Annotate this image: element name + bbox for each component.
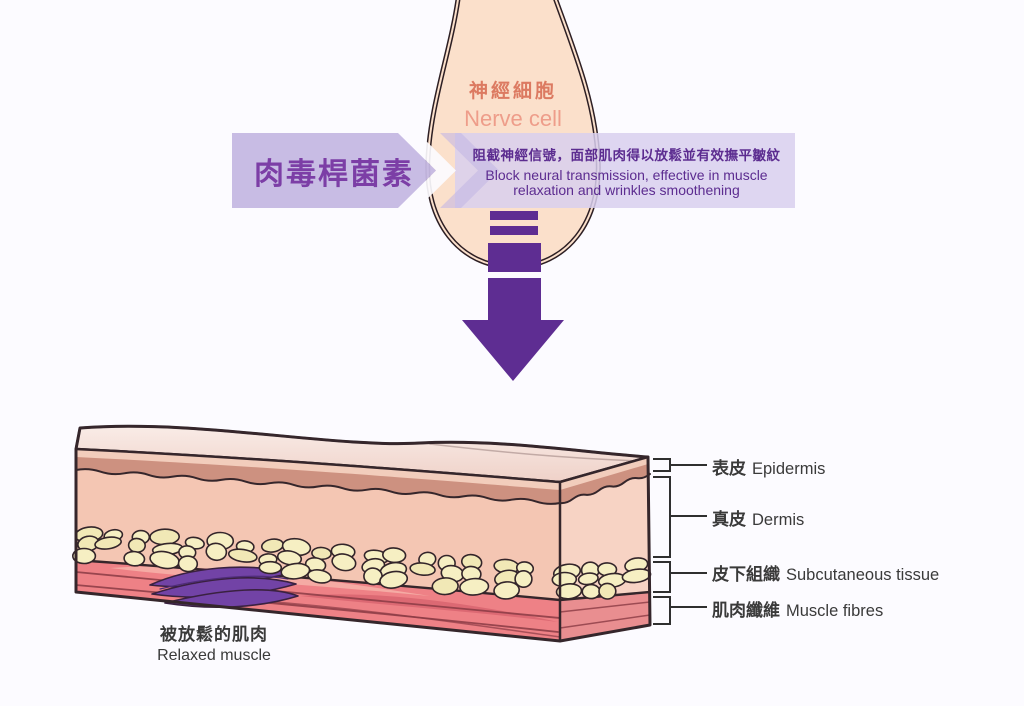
effect-box-background xyxy=(455,133,795,208)
relaxed-muscle-shape xyxy=(149,566,299,608)
chevron-stripe xyxy=(440,133,499,208)
nerve-cell-label: 神經細胞 Nerve cell xyxy=(413,76,613,132)
label-muscle-fibres-zh: 肌肉纖維 xyxy=(712,601,780,620)
epidermis-bracket xyxy=(653,458,707,472)
relaxed-muscle-zh: 被放鬆的肌肉 xyxy=(160,625,268,644)
label-subcutaneous: 皮下組織 Subcutaneous tissue xyxy=(712,560,939,585)
relaxed-muscle-label: 被放鬆的肌肉 Relaxed muscle xyxy=(118,620,310,665)
effect-text-en-line1: Block neural transmission, effective in … xyxy=(485,167,768,183)
relaxed-muscle-en: Relaxed muscle xyxy=(157,647,271,664)
label-dermis: 真皮 Dermis xyxy=(712,505,804,530)
botox-banner-shapes xyxy=(232,133,795,208)
effect-text-zh: 阻截神經信號，面部肌肉得以放鬆並有效撫平皺紋 xyxy=(472,148,781,163)
muscle-bracket xyxy=(653,596,707,625)
chevron-gap xyxy=(398,133,456,208)
subcutaneous-fat-front xyxy=(72,526,535,600)
epidermis-side xyxy=(560,464,650,504)
label-muscle-fibres-en: Muscle fibres xyxy=(786,602,884,620)
skin-block-illustration xyxy=(72,424,652,643)
subcutaneous-bracket xyxy=(653,561,707,593)
nerve-cell-label-zh: 神經細胞 xyxy=(468,81,557,102)
epidermis-front xyxy=(76,457,560,504)
label-epidermis-zh: 表皮 xyxy=(712,459,746,478)
label-dermis-zh: 真皮 xyxy=(712,510,746,529)
dermis-bracket xyxy=(653,476,707,558)
label-subcutaneous-zh: 皮下組織 xyxy=(712,565,780,584)
label-epidermis: 表皮 Epidermis xyxy=(712,454,825,479)
subcutaneous-fat-side xyxy=(551,557,652,600)
label-subcutaneous-en: Subcutaneous tissue xyxy=(786,566,940,584)
layer-brackets xyxy=(653,458,707,625)
down-arrow-icon xyxy=(462,211,564,381)
botox-banner-background xyxy=(232,133,436,208)
effect-box: 阻截神經信號，面部肌肉得以放鬆並有效撫平皺紋 Block neural tran… xyxy=(458,134,795,208)
label-muscle-fibres: 肌肉纖維 Muscle fibres xyxy=(712,596,883,621)
botox-banner-label: 肉毒桿菌素 xyxy=(254,157,414,191)
label-epidermis-en: Epidermis xyxy=(752,460,826,478)
label-dermis-en: Dermis xyxy=(752,511,805,529)
nerve-cell-label-en: Nerve cell xyxy=(464,106,562,131)
effect-text-en-line2: relaxation and wrinkles smoothening xyxy=(513,182,740,198)
epidermis-light-front xyxy=(76,449,560,490)
